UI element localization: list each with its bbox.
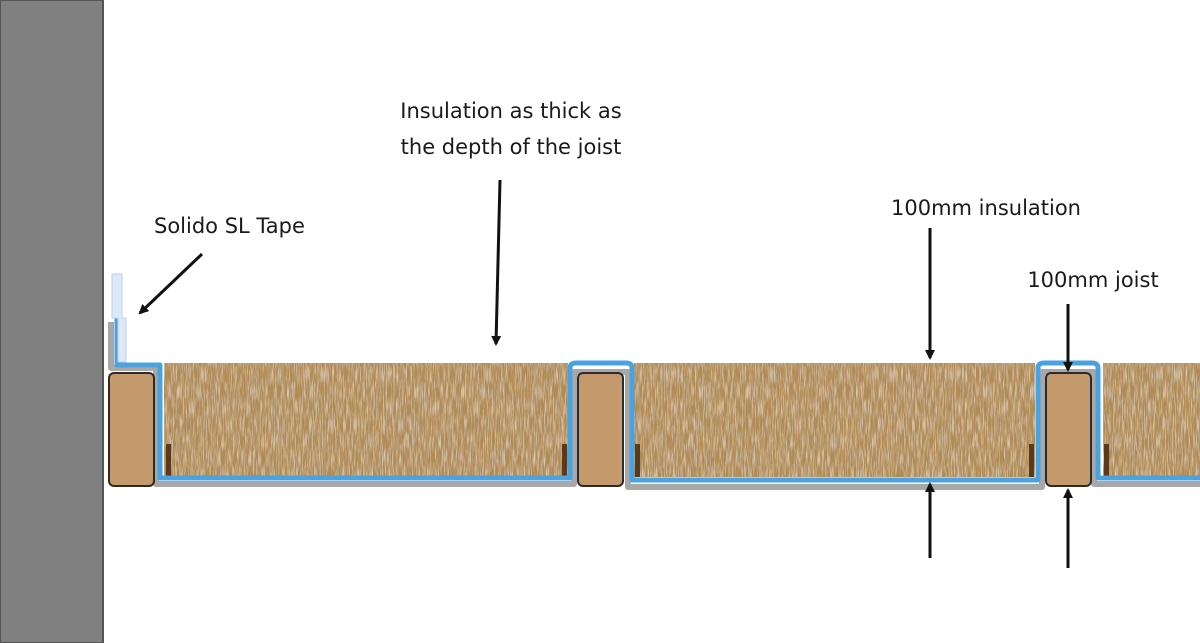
joist-2 — [577, 372, 624, 487]
insulation-depth-label-line-1: Insulation as thick as — [400, 99, 621, 123]
tape-label: Solido SL Tape — [154, 214, 305, 238]
membrane-underlay — [108, 322, 1200, 490]
airtight-membrane — [114, 318, 1200, 483]
insulation-batt-1 — [164, 363, 568, 477]
insulation-depth-label-line-2: the depth of the joist — [401, 135, 622, 159]
solido-sl-tape — [111, 273, 127, 363]
wall — [0, 0, 104, 643]
tape-arrow-icon — [138, 252, 204, 315]
joist-1 — [108, 372, 155, 487]
joist-3 — [1045, 372, 1092, 487]
joist-100mm-label: 100mm joist — [1027, 268, 1158, 292]
arrows — [138, 179, 1073, 568]
insulation-batt-3 — [1103, 363, 1200, 477]
insulation-batt-2 — [634, 363, 1035, 477]
joists — [108, 372, 1092, 487]
insulation-100mm-label: 100mm insulation — [891, 196, 1081, 220]
insulation-batts — [164, 363, 1200, 477]
insulation-thickness-arrow-icon — [491, 179, 502, 346]
